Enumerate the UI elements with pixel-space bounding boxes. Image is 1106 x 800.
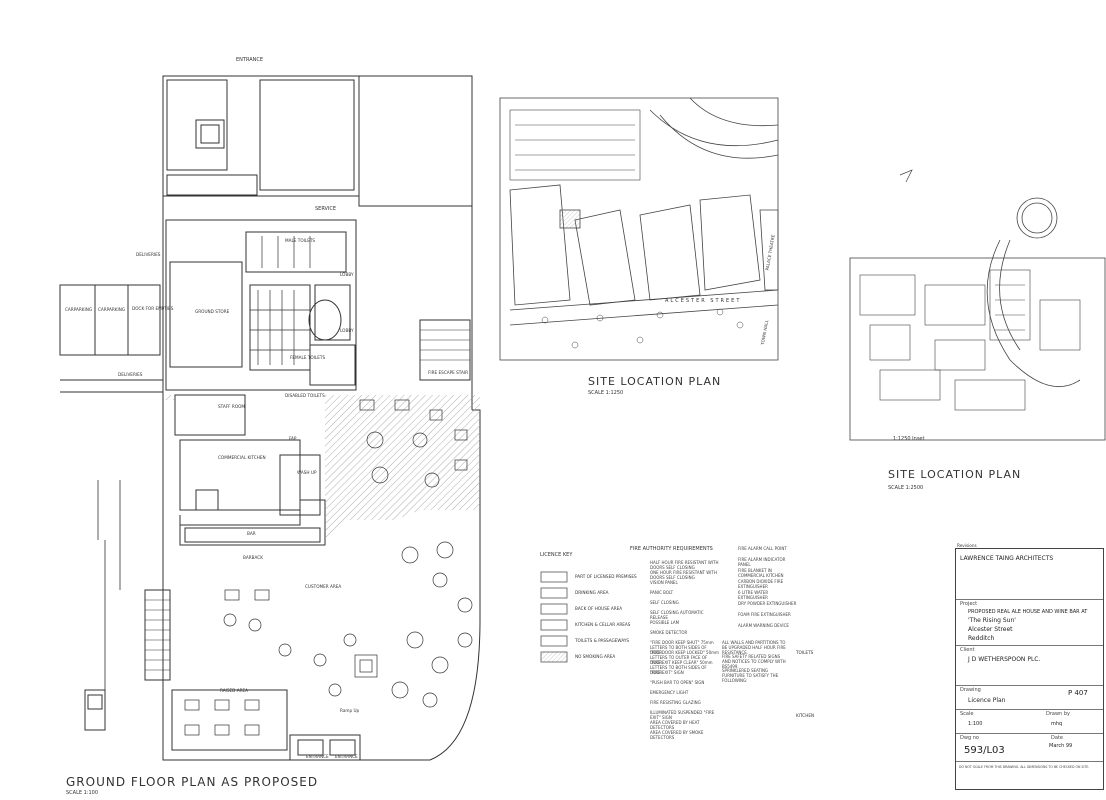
fire-requirement-item: CARBON DIOXIDE FIRE EXTINGUISHER	[738, 579, 784, 589]
site-location-plan-2	[849, 169, 1106, 441]
fire-requirement-item: FIRE BLANKET IN COMMERCIAL KITCHEN	[738, 568, 784, 578]
date-value: March 99	[1049, 743, 1073, 749]
fire-requirement-item: FIRE ALARM CALL POINT	[738, 546, 787, 551]
firm-name: LAWRENCE TAING ARCHITECTS	[960, 555, 1054, 562]
drawing-label: Drawing	[960, 687, 981, 693]
project-line4: Redditch	[968, 635, 995, 642]
kitchen-note: KITCHEN	[796, 713, 815, 718]
fire-requirement-item: "FIRE EXIT KEEP CLEAR" 50mm LETTERS TO B…	[650, 660, 713, 675]
room-commercial-kitchen: COMMERCIAL KITCHEN	[218, 455, 266, 460]
room-female-toilets: FEMALE TOILETS	[290, 355, 326, 360]
room-customer-area: CUSTOMER AREA	[305, 584, 342, 589]
licence-key-item: KITCHEN & CELLAR AREAS	[575, 622, 631, 627]
site-location-plan-1	[499, 97, 779, 361]
fire-requirement-item: SMOKE DETECTOR	[650, 630, 688, 635]
fire-requirement-item: ALARM WARNING DEVICE	[738, 623, 789, 628]
licence-key-item: TOILETS & PASSAGEWAYS	[575, 638, 630, 643]
room-lobby-2: LOBBY	[340, 328, 354, 333]
licence-key-item: DRINKING AREA	[575, 590, 609, 595]
fire-requirement-item: DRY POWDER EXTINGUISHER	[738, 601, 797, 606]
fire-requirement-item: FIRE ALARM INDICATOR PANEL	[738, 557, 786, 567]
fire-requirement-item: ILLUMINATED SUSPENDED "FIRE EXIT" SIGN	[650, 710, 715, 720]
site1-title: SITE LOCATION PLAN	[588, 375, 722, 388]
room-entrance-top: ENTRANCE	[236, 57, 264, 63]
room-raised-area: RAISED AREA	[220, 688, 248, 693]
scale-value: 1:100	[968, 721, 983, 727]
room-male-toilets: MALE TOILETS	[285, 238, 316, 243]
label-entrance-bottom-1: ENTRANCE	[306, 754, 329, 759]
ground-floor-title: GROUND FLOOR PLAN AS PROPOSED	[66, 775, 319, 789]
ground-floor-plan	[59, 75, 481, 761]
fire-requirement-item: "FIRE EXIT" SIGN	[650, 670, 684, 675]
project-name: PROPOSED REAL ALE HOUSE AND WINE BAR AT	[968, 609, 1088, 615]
licence-key-title: LICENCE KEY	[540, 552, 573, 558]
project-line3: Alcester Street	[968, 626, 1013, 633]
room-fap: FAP	[289, 436, 297, 441]
room-lobby-1: LOBBY	[340, 272, 354, 277]
fire-requirement-item: "FIRE DOOR KEEP SHUT" 75mm LETTERS TO BO…	[650, 640, 714, 655]
room-ground-store: GROUND STORE	[195, 309, 230, 314]
room-ramp-up: Ramp Up	[340, 708, 360, 713]
fire-requirement-item: SPRINKLERED SEATING FURNITURE TO SATISFY…	[722, 668, 779, 683]
fire-requirement-item: 6 LITRE WATER EXTINGUISHER	[738, 590, 769, 600]
fire-requirement-item: AREA COVERED BY HEAT DETECTORS	[650, 720, 700, 730]
drawing-name: Licence Plan	[968, 697, 1006, 704]
licence-key-swatches	[540, 571, 568, 663]
date-label: Date	[1051, 735, 1063, 741]
scale-label: Scale	[960, 711, 974, 717]
site2-inset: 1:1250 Inset	[893, 436, 925, 442]
fire-requirement-item: ALL WALLS AND PARTITIONS TO BE UPGRADED …	[722, 640, 786, 655]
label-entrance-bottom-2: ENTRANCE	[335, 754, 358, 759]
toilets-note: TOILETS	[796, 650, 814, 655]
room-barback: BARBACK	[243, 555, 263, 560]
site1-scale: SCALE 1:1250	[588, 390, 624, 396]
fire-requirement-item: FIRE SAFETY RELATED SIGNS AND NOTICES TO…	[722, 654, 786, 669]
revisions-label: Revisions	[957, 543, 977, 548]
room-bar: BAR	[247, 531, 256, 536]
room-disabled-toilets: DISABLED TOILETS	[285, 393, 325, 398]
title-block: LAWRENCE TAING ARCHITECTS Project PROPOS…	[955, 548, 1104, 790]
title-block-footer: DO NOT SCALE FROM THIS DRAWING. ALL DIME…	[959, 765, 1090, 769]
licence-key-item: BACK OF HOUSE AREA	[575, 606, 623, 611]
room-dock: DOCK FOR EMPTIES	[132, 306, 174, 311]
fire-requirement-item: SELF CLOSING AUTOMATIC RELEASE	[650, 610, 704, 620]
project-label: Project	[960, 601, 978, 607]
label-carparking-1: CARPARKING	[65, 307, 93, 312]
fire-requirement-item: AREA COVERED BY SMOKE DETECTORS	[650, 730, 704, 740]
fire-requirement-item: POSSIBLE LAM	[650, 620, 680, 625]
dwg-value: 593/L03	[964, 745, 1005, 756]
fire-requirement-item: HALF HOUR FIRE RESISTANT WITH DOORS SELF…	[650, 560, 719, 570]
fire-requirement-item: "PUSH BAR TO OPEN" SIGN	[650, 680, 705, 685]
client-name: J D WETHERSPOON PLC.	[968, 656, 1041, 663]
label-deliveries-1: DELIVERIES	[136, 252, 161, 257]
client-label: Client	[960, 647, 975, 653]
room-staff-room: STAFF ROOM	[218, 404, 246, 409]
room-wash-up: WASH UP	[297, 470, 317, 475]
licence-key-item: NO SMOKING AREA	[575, 654, 616, 659]
site2-scale: SCALE 1:2500	[888, 485, 924, 491]
fire-requirement-item: FOAM FIRE EXTINGUISHER	[738, 612, 791, 617]
room-fire-escape: FIRE ESCAPE STAIR	[428, 370, 469, 375]
licence-key-item: PART OF LICENSED PREMISES	[575, 574, 637, 579]
drawn-value: mhq	[1051, 721, 1063, 727]
fire-req-title: FIRE AUTHORITY REQUIREMENTS	[630, 546, 713, 552]
fire-requirement-item: PANIC BOLT	[650, 590, 674, 595]
room-service: SERVICE	[315, 206, 337, 212]
drawn-label: Drawn by	[1046, 711, 1070, 717]
ground-floor-scale: SCALE 1:100	[66, 790, 99, 796]
label-deliveries-2: DELIVERIES	[118, 372, 143, 377]
site1-street: ALCESTER STREET	[665, 298, 742, 304]
project-line2: 'The Rising Sun'	[968, 617, 1016, 624]
site2-title: SITE LOCATION PLAN	[888, 468, 1022, 481]
fire-requirement-item: SELF CLOSING	[650, 600, 679, 605]
fire-requirement-item: EMERGENCY LIGHT	[650, 690, 689, 695]
drawing-ref: P 407	[1068, 689, 1088, 697]
fire-requirement-item: FIRE RESISTING GLAZING	[650, 700, 701, 705]
fire-requirement-item: "FIRE DOOR KEEP LOCKED" 50mm LETTERS TO …	[650, 650, 719, 665]
label-carparking-2: CARPARKING	[98, 307, 126, 312]
dwg-label: Dwg no	[960, 735, 979, 741]
fire-requirement-item: VISION PANEL	[650, 580, 678, 585]
fire-requirement-item: ONE HOUR FIRE RESISTANT WITH DOORS SELF …	[650, 570, 717, 580]
